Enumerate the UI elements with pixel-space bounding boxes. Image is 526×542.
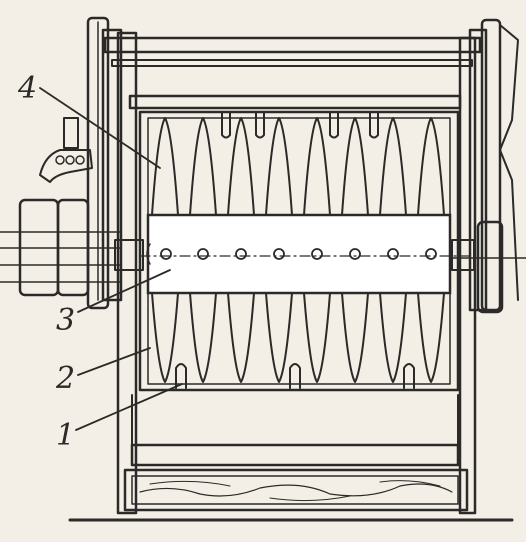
top-shaft <box>103 36 482 110</box>
leader-lines <box>39 87 183 431</box>
lower-loops <box>151 292 445 389</box>
part-label-4: 4 <box>17 71 37 106</box>
leader-line-4 <box>39 87 161 169</box>
part-label-2: 2 <box>55 361 75 396</box>
left-drive <box>0 198 144 297</box>
upper-loops <box>151 111 445 216</box>
lever-mechanism <box>39 117 93 183</box>
leader-line-3 <box>77 269 171 313</box>
right-frame <box>458 18 519 515</box>
part-label-3: 3 <box>56 303 75 338</box>
bottom-tray <box>123 394 469 512</box>
leader-line-2 <box>77 347 151 376</box>
left-frame <box>86 16 138 515</box>
leader-line-1 <box>75 383 183 431</box>
part-label-1: 1 <box>56 418 75 453</box>
central-drum <box>139 213 471 295</box>
right-drive <box>439 220 526 314</box>
